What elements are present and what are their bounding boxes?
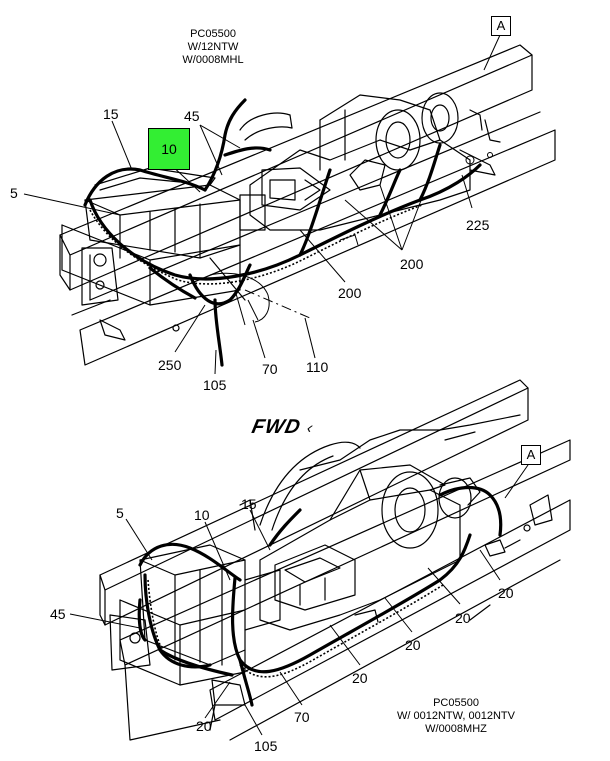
bottom-callout-20-e[interactable]: 20 (196, 718, 212, 734)
highlighted-callout-10[interactable]: 10 (148, 128, 190, 170)
bottom-callout-20-d[interactable]: 20 (352, 670, 368, 686)
top-callout-70[interactable]: 70 (262, 361, 278, 377)
bottom-leader-lines (69, 464, 529, 736)
top-leader-lines (23, 34, 501, 375)
bottom-caption-line-2: W/ 0012NTW, 0012NTV (397, 710, 515, 722)
top-transmission (239, 92, 501, 231)
bottom-brackets (109, 494, 553, 731)
top-harness (83, 98, 482, 367)
bottom-callout-20-c[interactable]: 20 (405, 637, 421, 653)
top-cables-small (209, 152, 493, 326)
bottom-callout-15[interactable]: 15 (241, 496, 257, 512)
top-caption-line-2: W/12NTW (187, 41, 239, 53)
bottom-caption: PC05500 W/ 0012NTW, 0012NTV W/0008MHZ (384, 697, 528, 736)
top-callout-105[interactable]: 105 (203, 377, 227, 393)
bottom-callout-20-b[interactable]: 20 (455, 610, 471, 626)
top-frame-rails (59, 44, 556, 366)
top-callout-225[interactable]: 225 (466, 217, 490, 233)
top-caption-line-3: W/0008MHL (182, 54, 244, 66)
bottom-callout-105[interactable]: 105 (254, 738, 278, 754)
top-view-marker-a: A (491, 16, 511, 36)
top-brackets (81, 247, 180, 341)
top-caption: PC05500 W/12NTW W/0008MHL (178, 28, 248, 67)
bottom-caption-line-3: W/0008MHZ (425, 723, 487, 735)
bottom-harness-detail (147, 579, 444, 678)
top-callout-15[interactable]: 15 (103, 106, 119, 122)
top-caption-line-1: PC05500 (190, 28, 236, 40)
bottom-exhaust (239, 414, 521, 531)
top-callout-5[interactable]: 5 (10, 185, 18, 201)
forward-text: FWD (249, 416, 303, 438)
top-callout-250[interactable]: 250 (158, 357, 182, 373)
forward-direction-label: FWD ‹ (250, 416, 316, 439)
bottom-callout-70[interactable]: 70 (294, 709, 310, 725)
top-centerline (244, 289, 311, 319)
bottom-callout-20-a[interactable]: 20 (498, 585, 514, 601)
top-callout-45[interactable]: 45 (184, 108, 200, 124)
top-harness-detail (89, 204, 423, 285)
top-battery-box (61, 167, 246, 306)
bottom-callout-5[interactable]: 5 (116, 505, 124, 521)
top-exhaust (239, 112, 293, 141)
top-callout-200-b[interactable]: 200 (338, 285, 362, 301)
bottom-frame-rails (99, 379, 571, 741)
bottom-view-marker-a: A (521, 445, 541, 465)
bottom-transmission (259, 464, 521, 631)
top-callout-200-a[interactable]: 200 (400, 256, 424, 272)
bottom-battery-box (119, 544, 281, 686)
top-callout-110[interactable]: 110 (306, 359, 329, 375)
bottom-caption-line-1: PC05500 (433, 697, 479, 709)
bottom-callout-10[interactable]: 10 (194, 507, 210, 523)
bottom-callout-45[interactable]: 45 (50, 606, 66, 622)
